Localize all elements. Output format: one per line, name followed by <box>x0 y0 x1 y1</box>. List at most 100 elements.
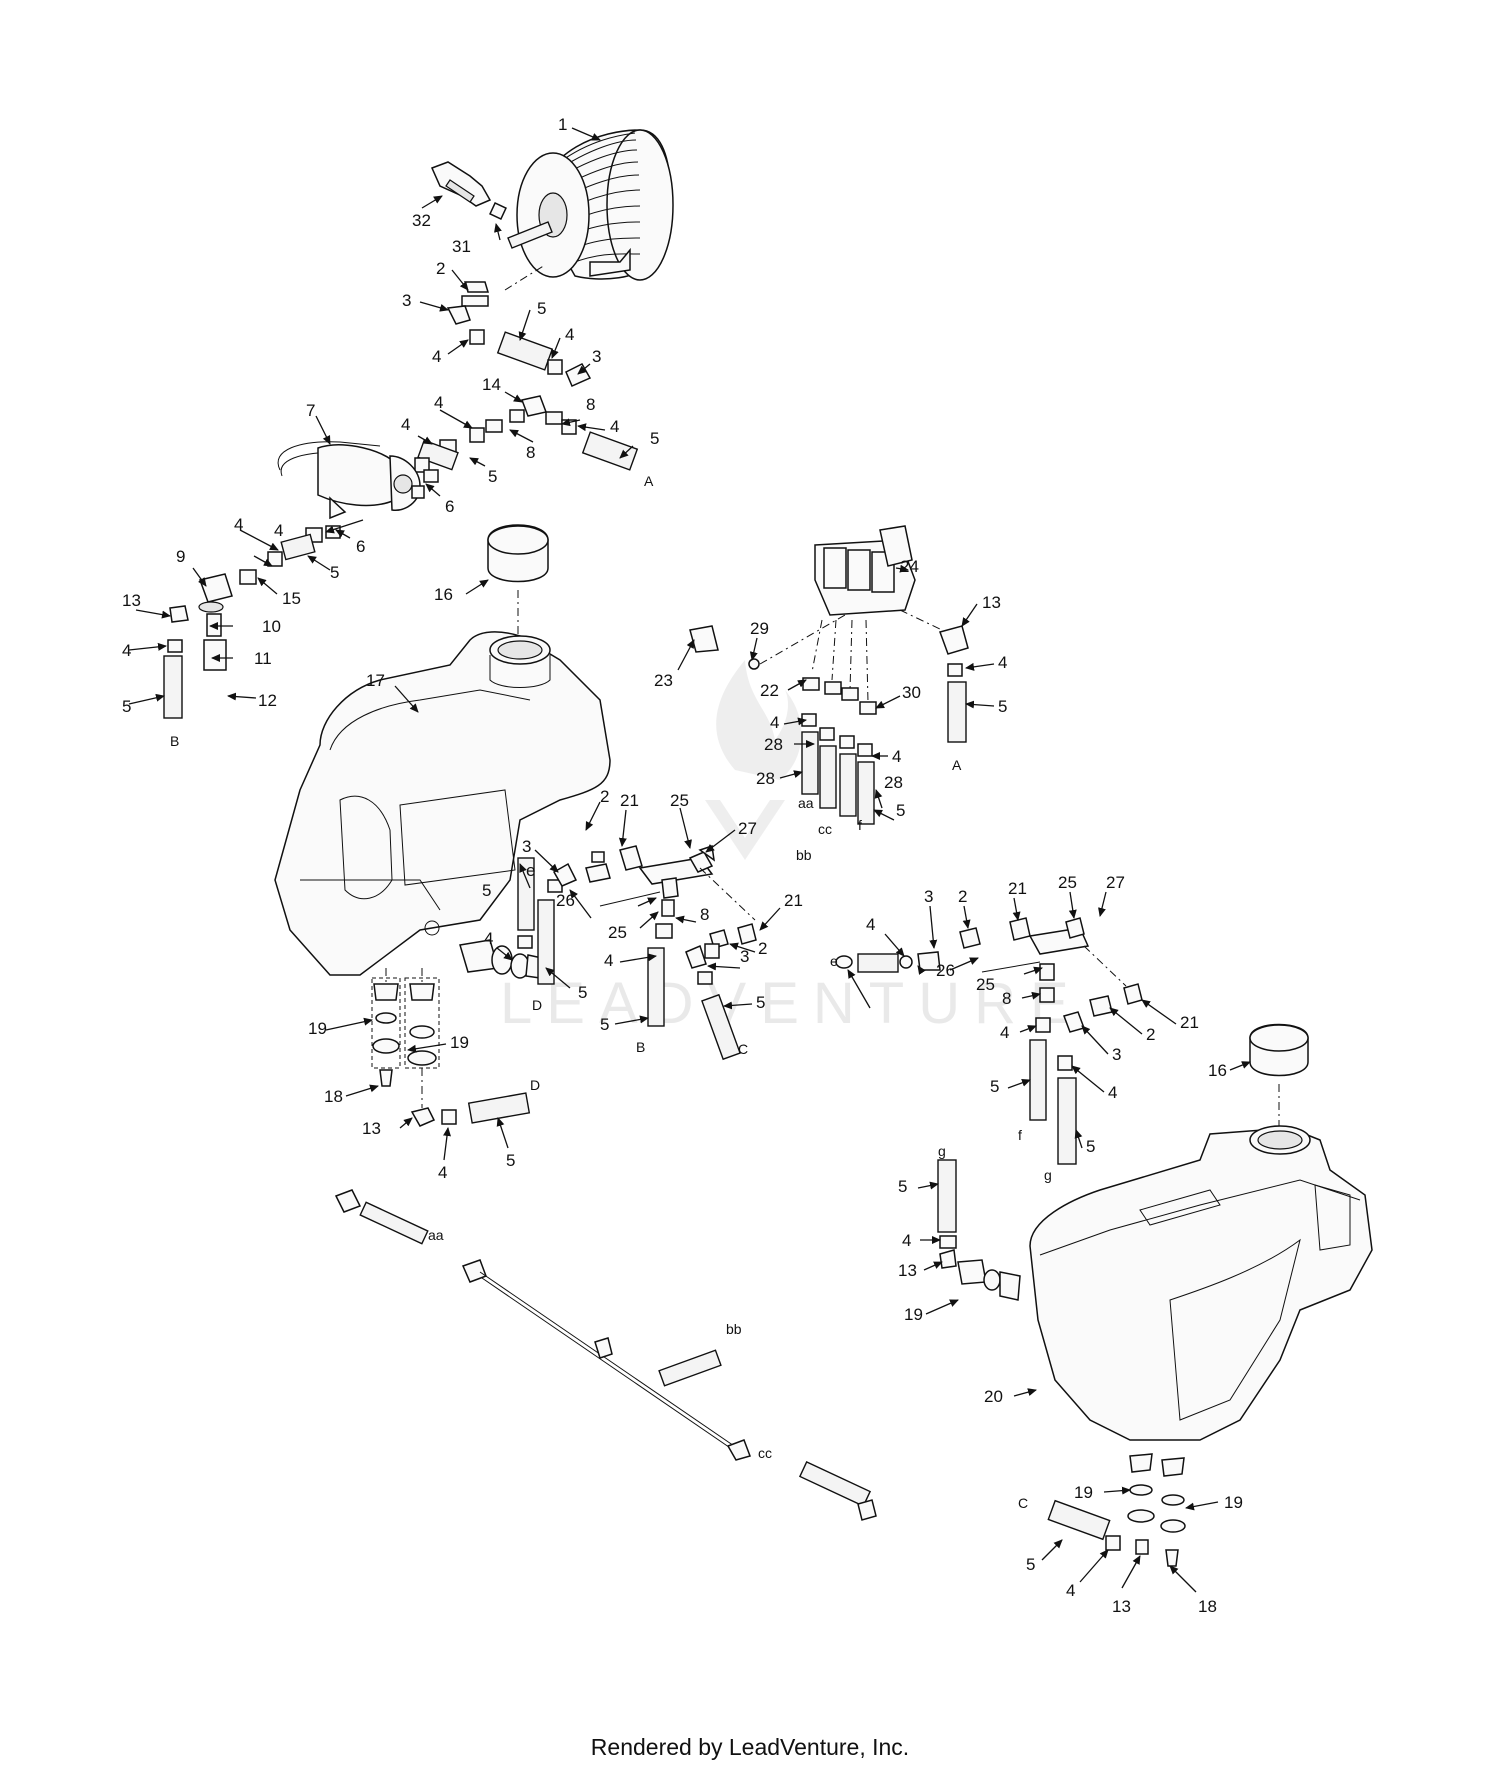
callout-25c: 25 <box>1058 873 1077 892</box>
callout-3e: 3 <box>924 887 933 906</box>
callout-7: 7 <box>306 401 315 420</box>
connector-D-mid: D <box>532 997 542 1013</box>
callout-4r: 4 <box>902 1231 911 1250</box>
callout-21d: 21 <box>1180 1013 1199 1032</box>
callout-5c: 5 <box>488 467 497 486</box>
callout-19d: 19 <box>1074 1483 1093 1502</box>
callout-4q: 4 <box>1108 1083 1117 1102</box>
left-tank-drain-fittings <box>371 968 531 1127</box>
pump-line-fittings <box>414 395 639 473</box>
watermark-text: LEADVENTURE <box>500 971 1083 1036</box>
callout-4g: 4 <box>234 515 243 534</box>
spray-booms <box>334 1189 877 1521</box>
callout-3c: 3 <box>522 837 531 856</box>
callout-3b: 3 <box>592 347 601 366</box>
connector-C-mid: C <box>738 1041 748 1057</box>
callout-3: 3 <box>402 291 411 310</box>
callout-19c: 19 <box>904 1305 923 1324</box>
connector-C-bottom: C <box>1018 1495 1028 1511</box>
pump <box>277 441 439 520</box>
callout-5e: 5 <box>122 697 131 716</box>
callout-21c: 21 <box>1008 879 1027 898</box>
connector-B-left: B <box>170 733 179 749</box>
callout-4b: 4 <box>565 325 574 344</box>
spray-gun <box>430 161 507 220</box>
callout-30: 30 <box>902 683 921 702</box>
callout-27b: 27 <box>1106 873 1125 892</box>
callout-11: 11 <box>254 649 272 668</box>
callout-26b: 26 <box>936 961 955 980</box>
top-fittings <box>446 264 592 387</box>
connector-A-top: A <box>644 473 654 489</box>
connector-g-tank: g <box>938 1143 946 1159</box>
connector-labels: A B A aa cc bb f e D B C D f g g aa bb c… <box>170 473 1052 1511</box>
right-tank-side-fittings <box>937 1159 1021 1301</box>
callout-29: 29 <box>750 619 769 638</box>
callout-5p: 5 <box>1026 1555 1035 1574</box>
pump-outlet-fittings <box>163 525 341 719</box>
callout-4o: 4 <box>866 915 875 934</box>
callout-19b: 19 <box>450 1033 469 1052</box>
callout-1: 1 <box>558 115 567 134</box>
callout-25d: 25 <box>976 975 995 994</box>
callout-18: 18 <box>324 1087 343 1106</box>
callout-4c: 4 <box>434 393 443 412</box>
callout-3d: 3 <box>740 947 749 966</box>
connector-aa: aa <box>428 1227 444 1243</box>
callout-5i: 5 <box>600 1015 609 1034</box>
callout-4f: 4 <box>274 521 283 540</box>
connector-aa-top: aa <box>798 795 814 811</box>
callout-8d: 8 <box>1002 989 1011 1008</box>
callout-28b: 28 <box>756 769 775 788</box>
callout-13: 13 <box>122 591 141 610</box>
connector-A-right: A <box>952 757 962 773</box>
callout-8: 8 <box>586 395 595 414</box>
callout-14: 14 <box>482 375 501 394</box>
callout-20: 20 <box>984 1387 1003 1406</box>
callout-8b: 8 <box>526 443 535 462</box>
connector-B-mid: B <box>636 1039 645 1055</box>
callout-28: 28 <box>764 735 783 754</box>
callout-5f: 5 <box>482 881 491 900</box>
callout-25b: 25 <box>608 923 627 942</box>
watermark: LEADVENTURE <box>500 660 1083 1036</box>
callout-5g: 5 <box>756 993 765 1012</box>
callout-4d: 4 <box>610 417 619 436</box>
callout-labels: 1 2 3 5 4 4 3 14 8 4 4 5 8 4 5 7 6 4 6 4… <box>122 115 1243 1616</box>
tank-cap-upper <box>487 524 549 640</box>
callout-5k: 5 <box>998 697 1007 716</box>
hose-reel <box>507 129 674 281</box>
right-tank <box>1029 1125 1373 1441</box>
callout-4j: 4 <box>484 929 493 948</box>
callout-24: 24 <box>900 557 919 576</box>
connector-cc: cc <box>758 1445 772 1461</box>
callout-4l: 4 <box>998 653 1007 672</box>
callout-4k: 4 <box>438 1163 447 1182</box>
footer-credit: Rendered by LeadVenture, Inc. <box>590 1734 910 1760</box>
callout-5m: 5 <box>990 1077 999 1096</box>
callout-16b: 16 <box>1208 1061 1227 1080</box>
callout-5n: 5 <box>1086 1137 1095 1156</box>
connector-cc-top: cc <box>818 821 832 837</box>
callout-16: 16 <box>434 585 453 604</box>
callout-5b: 5 <box>650 429 659 448</box>
connector-f-top: f <box>858 817 862 833</box>
callout-8c: 8 <box>700 905 709 924</box>
callout-9: 9 <box>176 547 185 566</box>
callout-5l: 5 <box>896 801 905 820</box>
callout-5j: 5 <box>506 1151 515 1170</box>
callout-4i: 4 <box>604 951 613 970</box>
callout-32: 32 <box>412 211 431 230</box>
callout-18b: 18 <box>1198 1597 1217 1616</box>
callout-13c: 13 <box>982 593 1001 612</box>
right-tank-drain-fittings <box>1047 1453 1186 1567</box>
left-tank-side-fittings <box>459 857 563 985</box>
connector-g-right: g <box>1044 1167 1052 1183</box>
tank-cap-lower <box>1249 1023 1309 1130</box>
callout-28c: 28 <box>884 773 903 792</box>
callout-2: 2 <box>436 259 445 278</box>
connector-e-right: e <box>830 953 838 969</box>
callout-5o: 5 <box>898 1177 907 1196</box>
connector-D-bottom: D <box>530 1077 540 1093</box>
